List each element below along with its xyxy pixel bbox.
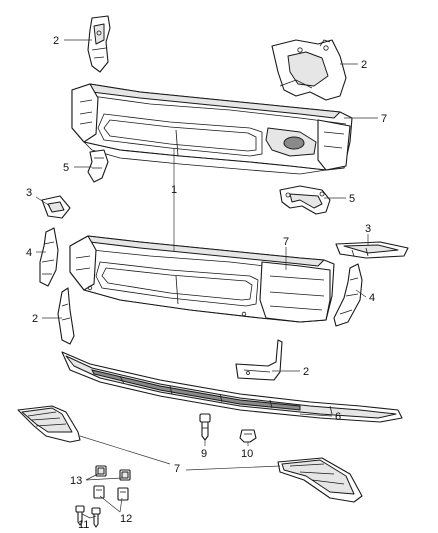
leader-lines bbox=[35, 39, 378, 519]
bracket-mid-left bbox=[57, 287, 75, 345]
callout-3-left: 3 bbox=[26, 187, 32, 199]
lower-front-bumper bbox=[69, 235, 335, 323]
bracket-upper-right bbox=[271, 39, 347, 101]
bracket-upper-left bbox=[87, 15, 111, 73]
callout-12: 12 bbox=[120, 513, 132, 525]
clip bbox=[239, 429, 257, 443]
callout-7-middle: 7 bbox=[283, 236, 289, 248]
lower-valance bbox=[61, 351, 403, 423]
support-left bbox=[39, 227, 59, 287]
callout-5-left: 5 bbox=[63, 162, 69, 174]
callout-3-right: 3 bbox=[365, 223, 371, 235]
step-pad-right bbox=[277, 457, 363, 503]
callout-4-right: 4 bbox=[369, 292, 375, 304]
end-cap-right bbox=[335, 241, 409, 259]
hardware-nut-left bbox=[95, 465, 107, 477]
callout-2-upper-right: 2 bbox=[361, 59, 367, 71]
hardware-bolt-right bbox=[91, 507, 101, 528]
callout-7-lower: 7 bbox=[174, 463, 180, 475]
callout-4-left: 4 bbox=[26, 247, 32, 259]
callout-7-upper: 7 bbox=[381, 113, 387, 125]
callout-2-upper-left: 2 bbox=[53, 35, 59, 47]
step-pad-left bbox=[17, 405, 81, 443]
callout-11: 11 bbox=[78, 519, 89, 531]
callout-6: 6 bbox=[335, 411, 341, 423]
callout-2-mid-right: 2 bbox=[303, 366, 309, 378]
bracket-mid-right bbox=[235, 339, 283, 381]
push-pin bbox=[199, 413, 211, 441]
callout-2-mid-left: 2 bbox=[32, 313, 38, 325]
hardware-bracket-right bbox=[117, 487, 129, 501]
callout-5-right: 5 bbox=[349, 193, 355, 205]
upper-front-bumper bbox=[71, 83, 353, 175]
hardware-bracket-left bbox=[93, 485, 105, 499]
bracket-right-lower bbox=[279, 185, 331, 215]
callout-labels: 2 2 7 5 1 3 5 7 3 4 4 2 2 6 9 10 7 13 12… bbox=[26, 35, 387, 531]
hardware-nut-right bbox=[119, 469, 131, 481]
hardware-bolt-left bbox=[75, 505, 85, 526]
support-right bbox=[333, 263, 363, 327]
end-cap-left bbox=[41, 195, 71, 219]
callout-1: 1 bbox=[171, 184, 177, 196]
callout-9: 9 bbox=[201, 448, 207, 460]
callout-13: 13 bbox=[70, 475, 82, 487]
bracket-left-lower bbox=[87, 149, 109, 183]
callout-10: 10 bbox=[241, 448, 253, 460]
